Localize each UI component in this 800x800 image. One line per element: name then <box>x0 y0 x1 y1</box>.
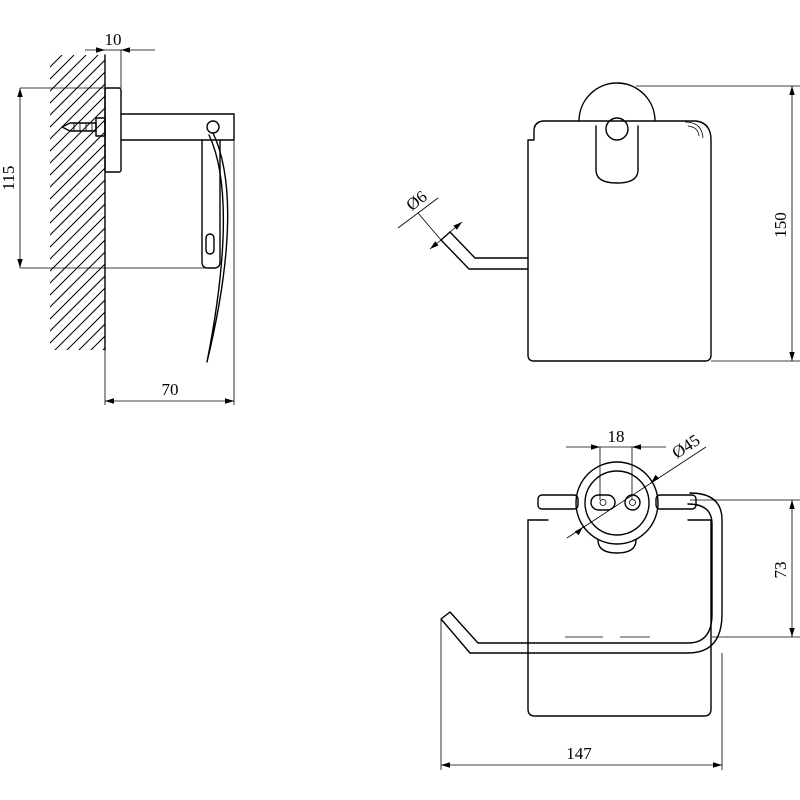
label-width: 147 <box>566 744 592 763</box>
paper-rod <box>201 139 221 269</box>
wall-hatching <box>50 55 105 350</box>
hinge-pivot <box>206 120 220 134</box>
label-arm-height: 73 <box>771 562 790 579</box>
label-wall-offset: 10 <box>105 30 122 49</box>
cover-flap <box>206 132 229 363</box>
front-cover-box <box>527 120 712 362</box>
top-flange-outer <box>575 461 659 545</box>
label-depth: 70 <box>162 380 179 399</box>
label-height-total: 150 <box>771 212 790 238</box>
front-flange <box>578 82 656 122</box>
bolt-slot-right <box>624 494 641 511</box>
label-height-side: 115 <box>0 166 18 191</box>
rod-end-cap <box>205 233 215 255</box>
front-hinge-pivot <box>605 117 629 141</box>
top-rod-arm <box>440 492 723 654</box>
front-paper-rod <box>440 231 529 270</box>
side-view: 10 115 70 <box>0 30 235 405</box>
top-hinge-nub <box>597 539 637 554</box>
label-flange-diameter: Ø45 <box>669 430 704 462</box>
dimension-line-flange-diameter <box>566 446 707 539</box>
front-hinge-block <box>595 125 639 184</box>
top-pin-left <box>537 494 579 510</box>
top-flange-inner <box>584 470 650 536</box>
bolt-slot-left <box>590 494 616 511</box>
top-pin-right <box>655 494 697 510</box>
label-bolt-spacing: 18 <box>608 427 625 446</box>
front-view: Ø6 150 <box>397 82 800 362</box>
wall-flange <box>104 87 122 173</box>
holder-arm <box>120 113 235 141</box>
label-rod-diameter: Ø6 <box>403 187 431 215</box>
top-view: 18 Ø45 73 147 <box>440 427 800 770</box>
top-cover-plate <box>527 519 712 717</box>
